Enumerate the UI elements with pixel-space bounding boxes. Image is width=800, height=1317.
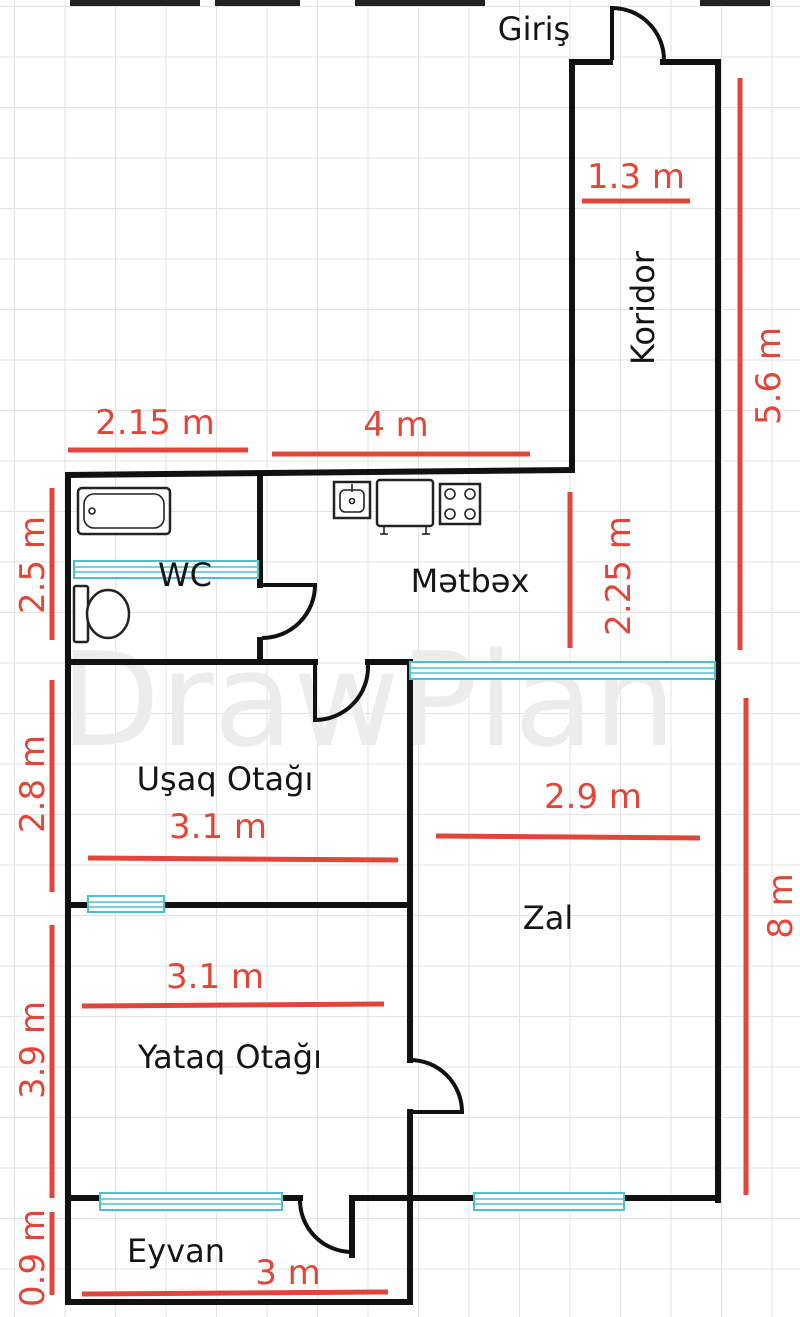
corridor-left-wall — [569, 59, 613, 473]
bedroom-width-label: 3.1 m — [166, 957, 264, 997]
living-width-line — [435, 833, 701, 841]
kitchen-living-window — [409, 661, 716, 680]
bathtub-icon — [76, 486, 172, 536]
kitchen-label: Mətbəx — [411, 562, 530, 600]
toilet-icon — [72, 584, 131, 644]
watermark: DrawPlan — [60, 624, 676, 776]
wc-door-icon — [261, 583, 318, 640]
balcony-label: Eyvan — [127, 1232, 225, 1270]
sink-icon — [332, 480, 372, 520]
kids-width-label: 3.1 m — [169, 807, 267, 847]
balcony-door-icon — [297, 1197, 353, 1254]
kids-door-icon — [313, 664, 371, 723]
dimension-lines — [49, 78, 749, 1297]
kids-bedroom-window — [87, 895, 165, 913]
top-wall — [64, 466, 576, 479]
doors — [261, 5, 666, 1254]
balcony-width-line — [81, 1289, 389, 1297]
wc-height-label: 2.5 m — [13, 516, 53, 614]
entrance-door-icon — [610, 5, 666, 61]
wc-label: WC — [158, 556, 212, 594]
bedroom-balcony-window — [99, 1192, 283, 1211]
corridor-length-label: 5.6 m — [749, 327, 789, 425]
wc-window — [73, 560, 259, 579]
kids-width-line — [87, 855, 399, 863]
balcony-width-label: 3 m — [255, 1253, 321, 1293]
kids-room-label: Uşaq Otağı — [137, 760, 314, 798]
kitchen-width-label: 4 m — [363, 405, 429, 445]
bedroom-door-icon — [409, 1058, 465, 1114]
living-width-label: 2.9 m — [544, 777, 642, 817]
bedroom-width-line — [81, 1001, 385, 1009]
kids-height-label: 2.8 m — [13, 735, 53, 833]
kitchen-counter-icon — [375, 478, 435, 535]
corridor-top-wall — [660, 59, 721, 1203]
windows — [73, 560, 716, 1211]
bedroom-height-label: 3.9 m — [13, 1001, 53, 1099]
wc-width-label: 2.15 m — [95, 403, 215, 443]
room-labels: Giriş Koridor WC Mətbəx Uşaq Otağı Zal Y… — [127, 10, 662, 1270]
bedroom-label: Yataq Otağı — [137, 1038, 322, 1076]
corridor-width-label: 1.3 m — [587, 157, 685, 197]
living-length-label: 8 m — [761, 873, 800, 939]
living-room-label: Zal — [523, 899, 573, 937]
stove-icon — [438, 482, 482, 526]
corridor-label: Koridor — [624, 250, 662, 365]
top-cropped-bars — [70, 0, 770, 6]
entrance-label: Giriş — [498, 10, 570, 48]
dimension-labels: 1.3 m 5.6 m 2.15 m 4 m 2.5 m 2.25 m 2.8 … — [13, 157, 800, 1307]
balcony-height-label: 0.9 m — [13, 1209, 53, 1307]
living-bottom-window — [473, 1192, 625, 1211]
kitchen-depth-label: 2.25 m — [599, 516, 639, 636]
